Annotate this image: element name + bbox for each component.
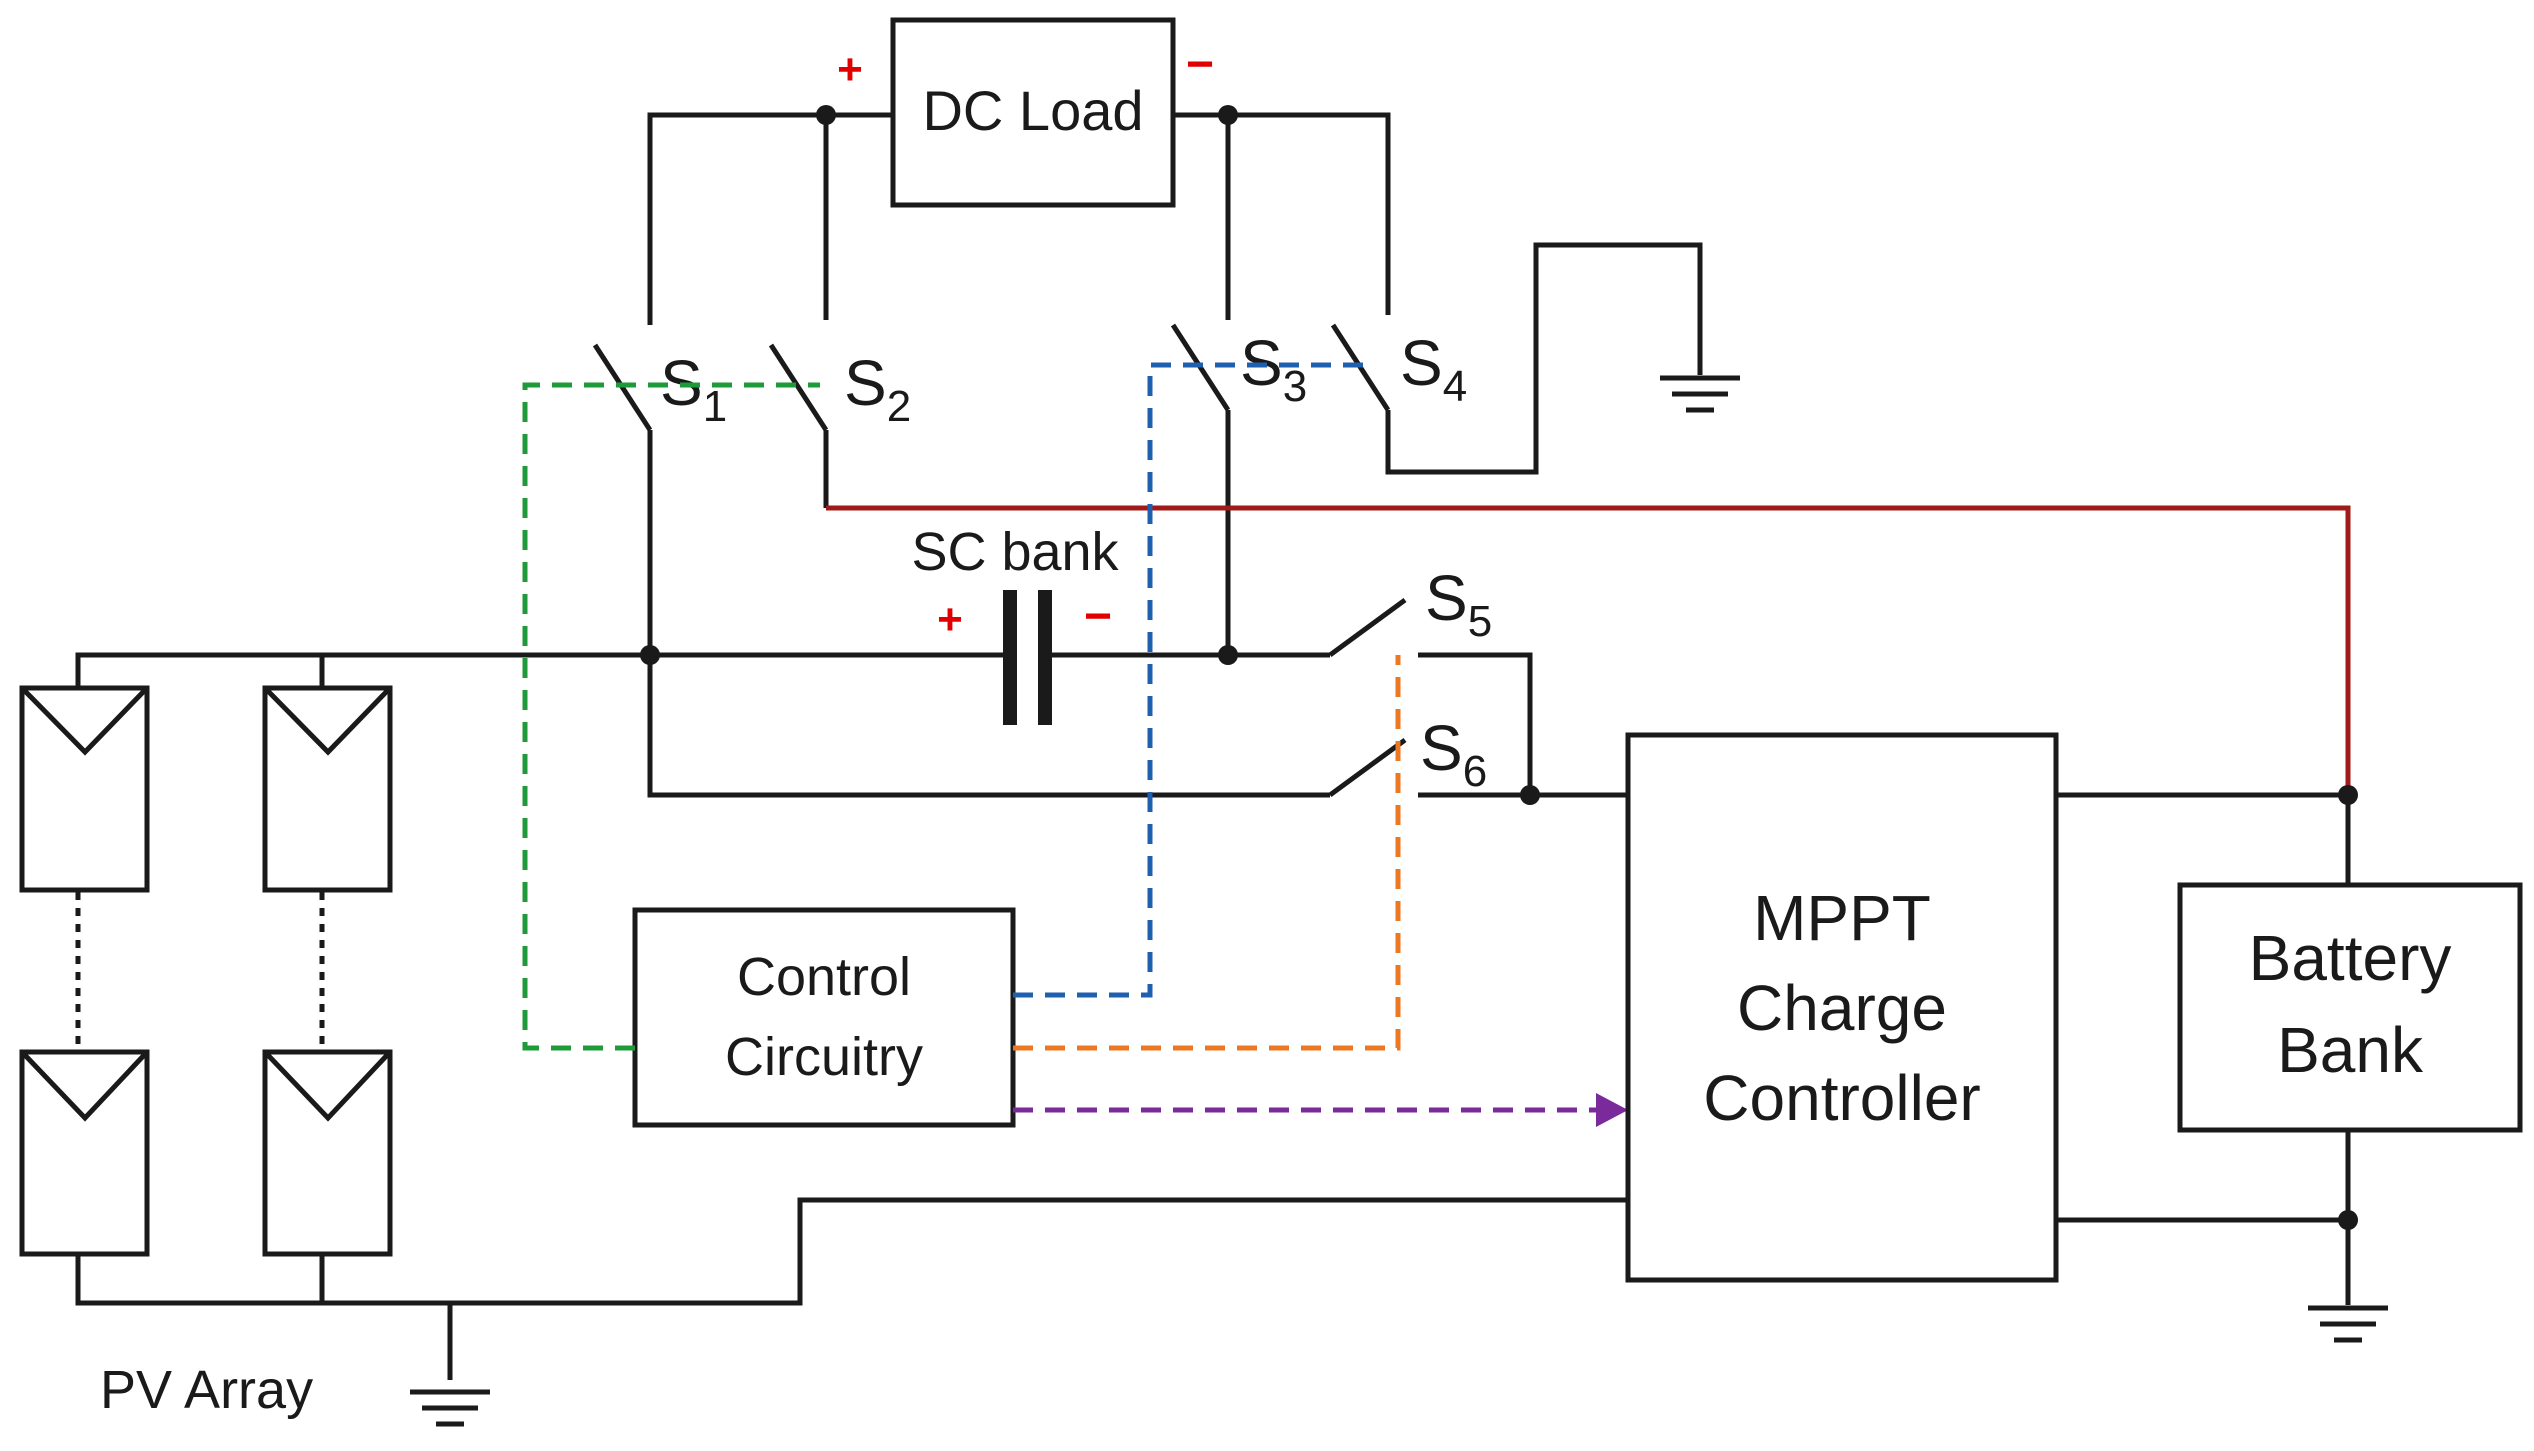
junction-dot	[1218, 645, 1238, 665]
switch-s2: S2	[768, 343, 911, 508]
load-minus-wire	[1173, 112, 1391, 315]
ground-icon	[410, 1389, 490, 1427]
switch-blade	[1328, 597, 1407, 658]
battery-label-line2: Bank	[2277, 1014, 2424, 1086]
control-circuitry-box	[632, 907, 1016, 1128]
sc-minus-sign: −	[1084, 590, 1112, 643]
s3-label: S3	[1240, 327, 1307, 411]
dc-load-box	[890, 17, 1176, 208]
pv-positive-bus	[75, 652, 1010, 688]
sc-bank-label: SC bank	[911, 522, 1119, 582]
mppt-label-line2: Charge	[1737, 972, 1947, 1044]
mppt-label-line1: MPPT	[1753, 882, 1931, 954]
control-label-line1: Control	[737, 947, 911, 1007]
battery-label-line1: Battery	[2249, 922, 2452, 994]
mppt-box	[1625, 732, 2059, 1283]
pv-panel	[262, 685, 393, 893]
pv-panel	[19, 1049, 150, 1257]
switch-s5: S5	[1328, 562, 1533, 795]
switch-s1: S1	[592, 343, 727, 655]
switch-s3: S3	[1170, 323, 1307, 655]
switch-blade	[1328, 737, 1407, 798]
s4-ground-wire	[1385, 242, 1703, 475]
s2-battery-wire	[826, 505, 2351, 795]
ground-icon	[2308, 1305, 2388, 1343]
battery-bank: Battery Bank	[2177, 882, 2523, 1133]
load-plus-wire	[647, 112, 893, 325]
pv-array-label: PV Array	[100, 1360, 313, 1420]
load-minus-sign: −	[1186, 38, 1214, 91]
control-line-s5-s6	[1013, 655, 1401, 1051]
arrow-head-icon	[1596, 1093, 1628, 1127]
junction-dot	[1520, 785, 1540, 805]
junction-dot	[2338, 785, 2358, 805]
switch-s6: S6	[647, 655, 1628, 798]
control-line-s3-s4	[1013, 362, 1372, 998]
mppt-label-line3: Controller	[1703, 1062, 1980, 1134]
s5-output-wire	[1418, 652, 1533, 795]
control-circuitry: Control Circuitry	[632, 907, 1016, 1128]
s5-label: S5	[1425, 562, 1492, 646]
dc-load: DC Load	[890, 17, 1176, 208]
junction-dot	[816, 105, 836, 125]
load-plus-sign: +	[837, 45, 863, 94]
s6-label: S6	[1420, 712, 1487, 796]
pv-negative-bus	[75, 1197, 1628, 1306]
dc-load-label: DC Load	[922, 79, 1143, 142]
battery-bank-box	[2177, 882, 2523, 1133]
s4-label: S4	[1400, 327, 1467, 411]
pv-panel	[262, 1049, 393, 1257]
junction-dot	[2338, 1210, 2358, 1230]
pv-array: PV Array	[19, 652, 1628, 1427]
sc-bank: SC bank	[911, 522, 1330, 725]
sc-plus-sign: +	[937, 595, 963, 644]
junction-dot	[1218, 105, 1238, 125]
s2-label: S2	[844, 347, 911, 431]
pv-panel	[19, 685, 150, 893]
mppt-charge-controller: MPPT Charge Controller	[1625, 732, 2059, 1283]
control-label-line2: Circuitry	[725, 1027, 923, 1087]
s6-input-wire	[647, 655, 1330, 798]
ground-icon	[1660, 375, 1740, 413]
switch-blade	[768, 343, 829, 432]
s1-label: S1	[660, 347, 727, 431]
